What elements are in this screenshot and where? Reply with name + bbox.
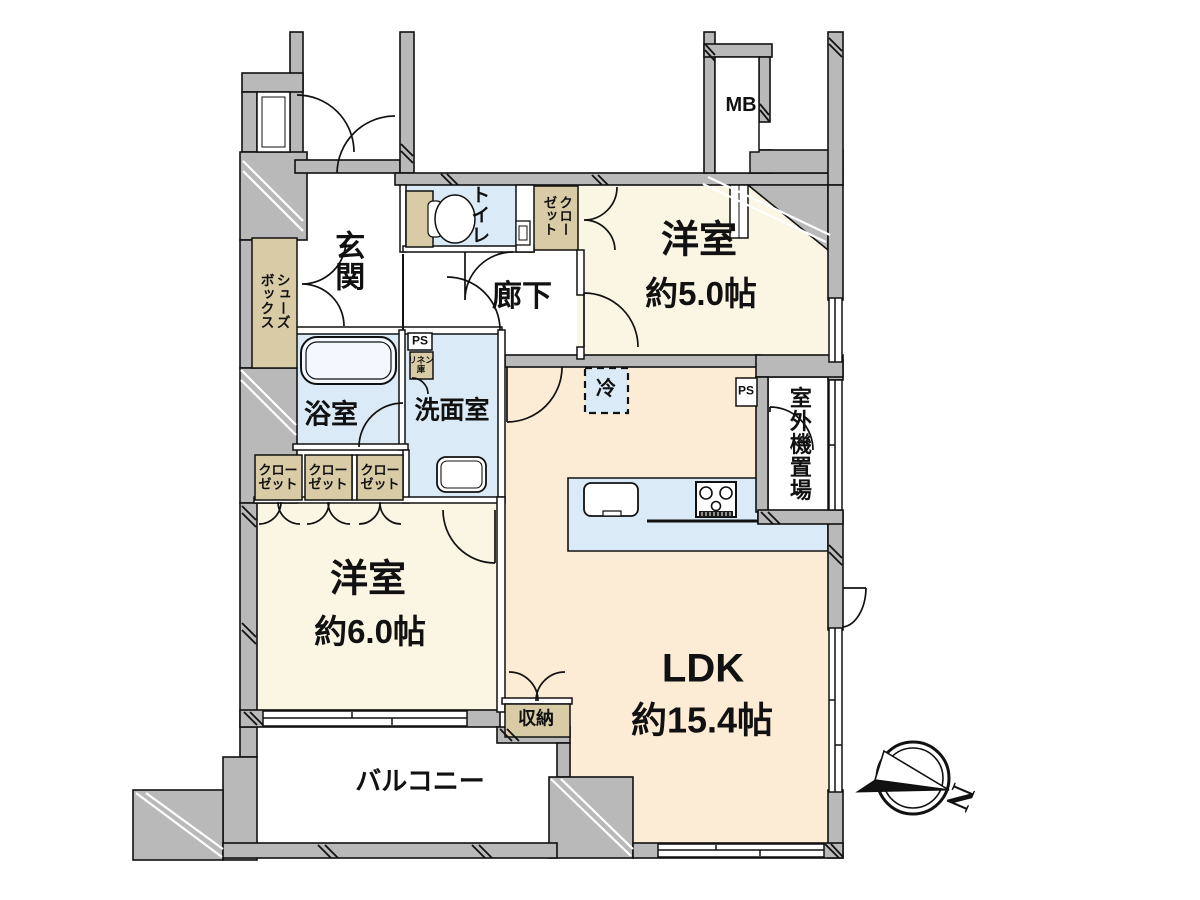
- bedroom6-name-label: 洋室: [329, 558, 407, 601]
- closet2-label: クロー ゼット: [308, 463, 347, 490]
- closet2-doors: [306, 501, 351, 525]
- storage-box: [504, 703, 571, 738]
- ldk-size-label: 約15.4帖: [630, 699, 774, 741]
- corridor-label: 廊下: [492, 279, 552, 313]
- outdoor-unit-railing: [828, 379, 843, 511]
- washroom-label: 洗面室: [414, 396, 490, 425]
- closet-boxes: [251, 237, 571, 738]
- closet3-doors: [358, 501, 402, 525]
- linen-door: [411, 377, 429, 395]
- hall-closet-box: [531, 185, 579, 251]
- windows: [262, 297, 843, 858]
- closet1-label: クロー ゼット: [258, 463, 297, 490]
- bedroom6-balcony-window: [262, 710, 468, 727]
- outdoor-unit-door: [769, 406, 814, 451]
- bedroom5-size-label: 約5.0帖: [645, 275, 757, 313]
- shoes-box: [251, 237, 298, 369]
- outdoor-unit-label: 室外機置場: [786, 386, 812, 502]
- linen-label: リネン 庫: [408, 356, 434, 374]
- storage-label: 収納: [518, 708, 554, 729]
- room-bedroom6-floor: [255, 500, 500, 712]
- compass-icon: [855, 740, 951, 816]
- hall-closet-label-col-right: クロー: [557, 195, 573, 237]
- pipe-space-2: [735, 377, 758, 407]
- toilet-label: トイレ: [468, 185, 490, 245]
- bathroom-label: 浴室: [304, 399, 358, 430]
- closet3-label: クロー ゼット: [360, 463, 399, 490]
- shoes-box-label-col-left: ボックス: [259, 273, 276, 329]
- toilet-paper-niche: [515, 220, 531, 246]
- shoes-box-label: ボックス シューズ: [259, 273, 292, 329]
- closet2-label-line2: ゼット: [308, 476, 348, 491]
- closet1-doors: [258, 501, 301, 525]
- pipe-space1-label: PS: [411, 333, 429, 348]
- washroom-door: [446, 276, 501, 331]
- balcony-label: バルコニー: [355, 765, 485, 796]
- room-balcony-floor: [257, 727, 557, 843]
- gas-stove: [695, 481, 737, 518]
- fixtures: [300, 190, 737, 518]
- kitchen-sink: [583, 482, 639, 517]
- hall-closet-doors: [583, 186, 618, 251]
- closet3-label-line1: クロー: [360, 462, 400, 478]
- refrigerator-label: 冷: [596, 378, 616, 401]
- service-spaces: [256, 56, 760, 407]
- shoes-box-label-col-right: シューズ: [275, 273, 292, 329]
- room-outdoor-unit-floor: [767, 376, 829, 513]
- closet2-label-line1: クロー: [308, 462, 348, 478]
- linen-box: [409, 351, 434, 380]
- closet1-box: [254, 454, 303, 501]
- hall-closet-label: ゼット クロー: [541, 195, 573, 237]
- doors: [258, 94, 867, 702]
- ldk-name-label: LDK: [661, 646, 745, 691]
- entrance-door-arc2: [336, 115, 396, 174]
- linen-label-line1: リネン: [408, 355, 434, 366]
- hall-closet-label-col-left: ゼット: [541, 195, 557, 237]
- entrance-door-arc1: [296, 94, 355, 153]
- hatch-marks: [241, 37, 844, 859]
- toilet-fixture: [405, 190, 476, 248]
- bedroom5-name-label: 洋室: [660, 219, 738, 262]
- wash-basin: [436, 456, 487, 493]
- bedroom5-east-window: [828, 297, 843, 363]
- pipe-space-1: [407, 332, 433, 351]
- ldk-south-window: [657, 843, 825, 858]
- closet1-label-line2: ゼット: [258, 476, 298, 491]
- bedroom6-size-label: 約6.0帖: [314, 613, 426, 651]
- shoes-box-doors: [301, 239, 347, 327]
- meter-box-label: MB: [725, 94, 757, 117]
- meter-box-space: [714, 56, 760, 174]
- storage-doors: [508, 671, 566, 702]
- linen-label-line2: 庫: [416, 364, 426, 374]
- closet3-label-line2: ゼット: [360, 476, 400, 491]
- bedroom6-door: [442, 509, 496, 564]
- ldk-door: [506, 366, 563, 423]
- ldk-east-window: [828, 627, 843, 793]
- toilet-door: [464, 251, 514, 301]
- entrance-label: 玄関: [330, 230, 364, 292]
- refrigerator-space: [583, 366, 630, 415]
- closet1-label-line1: クロー: [258, 462, 298, 478]
- bathroom-door: [358, 402, 404, 448]
- pipe-space2-label: PS: [737, 383, 755, 398]
- bathtub: [300, 336, 397, 385]
- bedroom5-door: [583, 292, 639, 348]
- closet3-box: [356, 454, 404, 501]
- closet2-box: [304, 454, 353, 501]
- service-door: [842, 587, 867, 628]
- diagonal-hatch-lines: [135, 160, 831, 858]
